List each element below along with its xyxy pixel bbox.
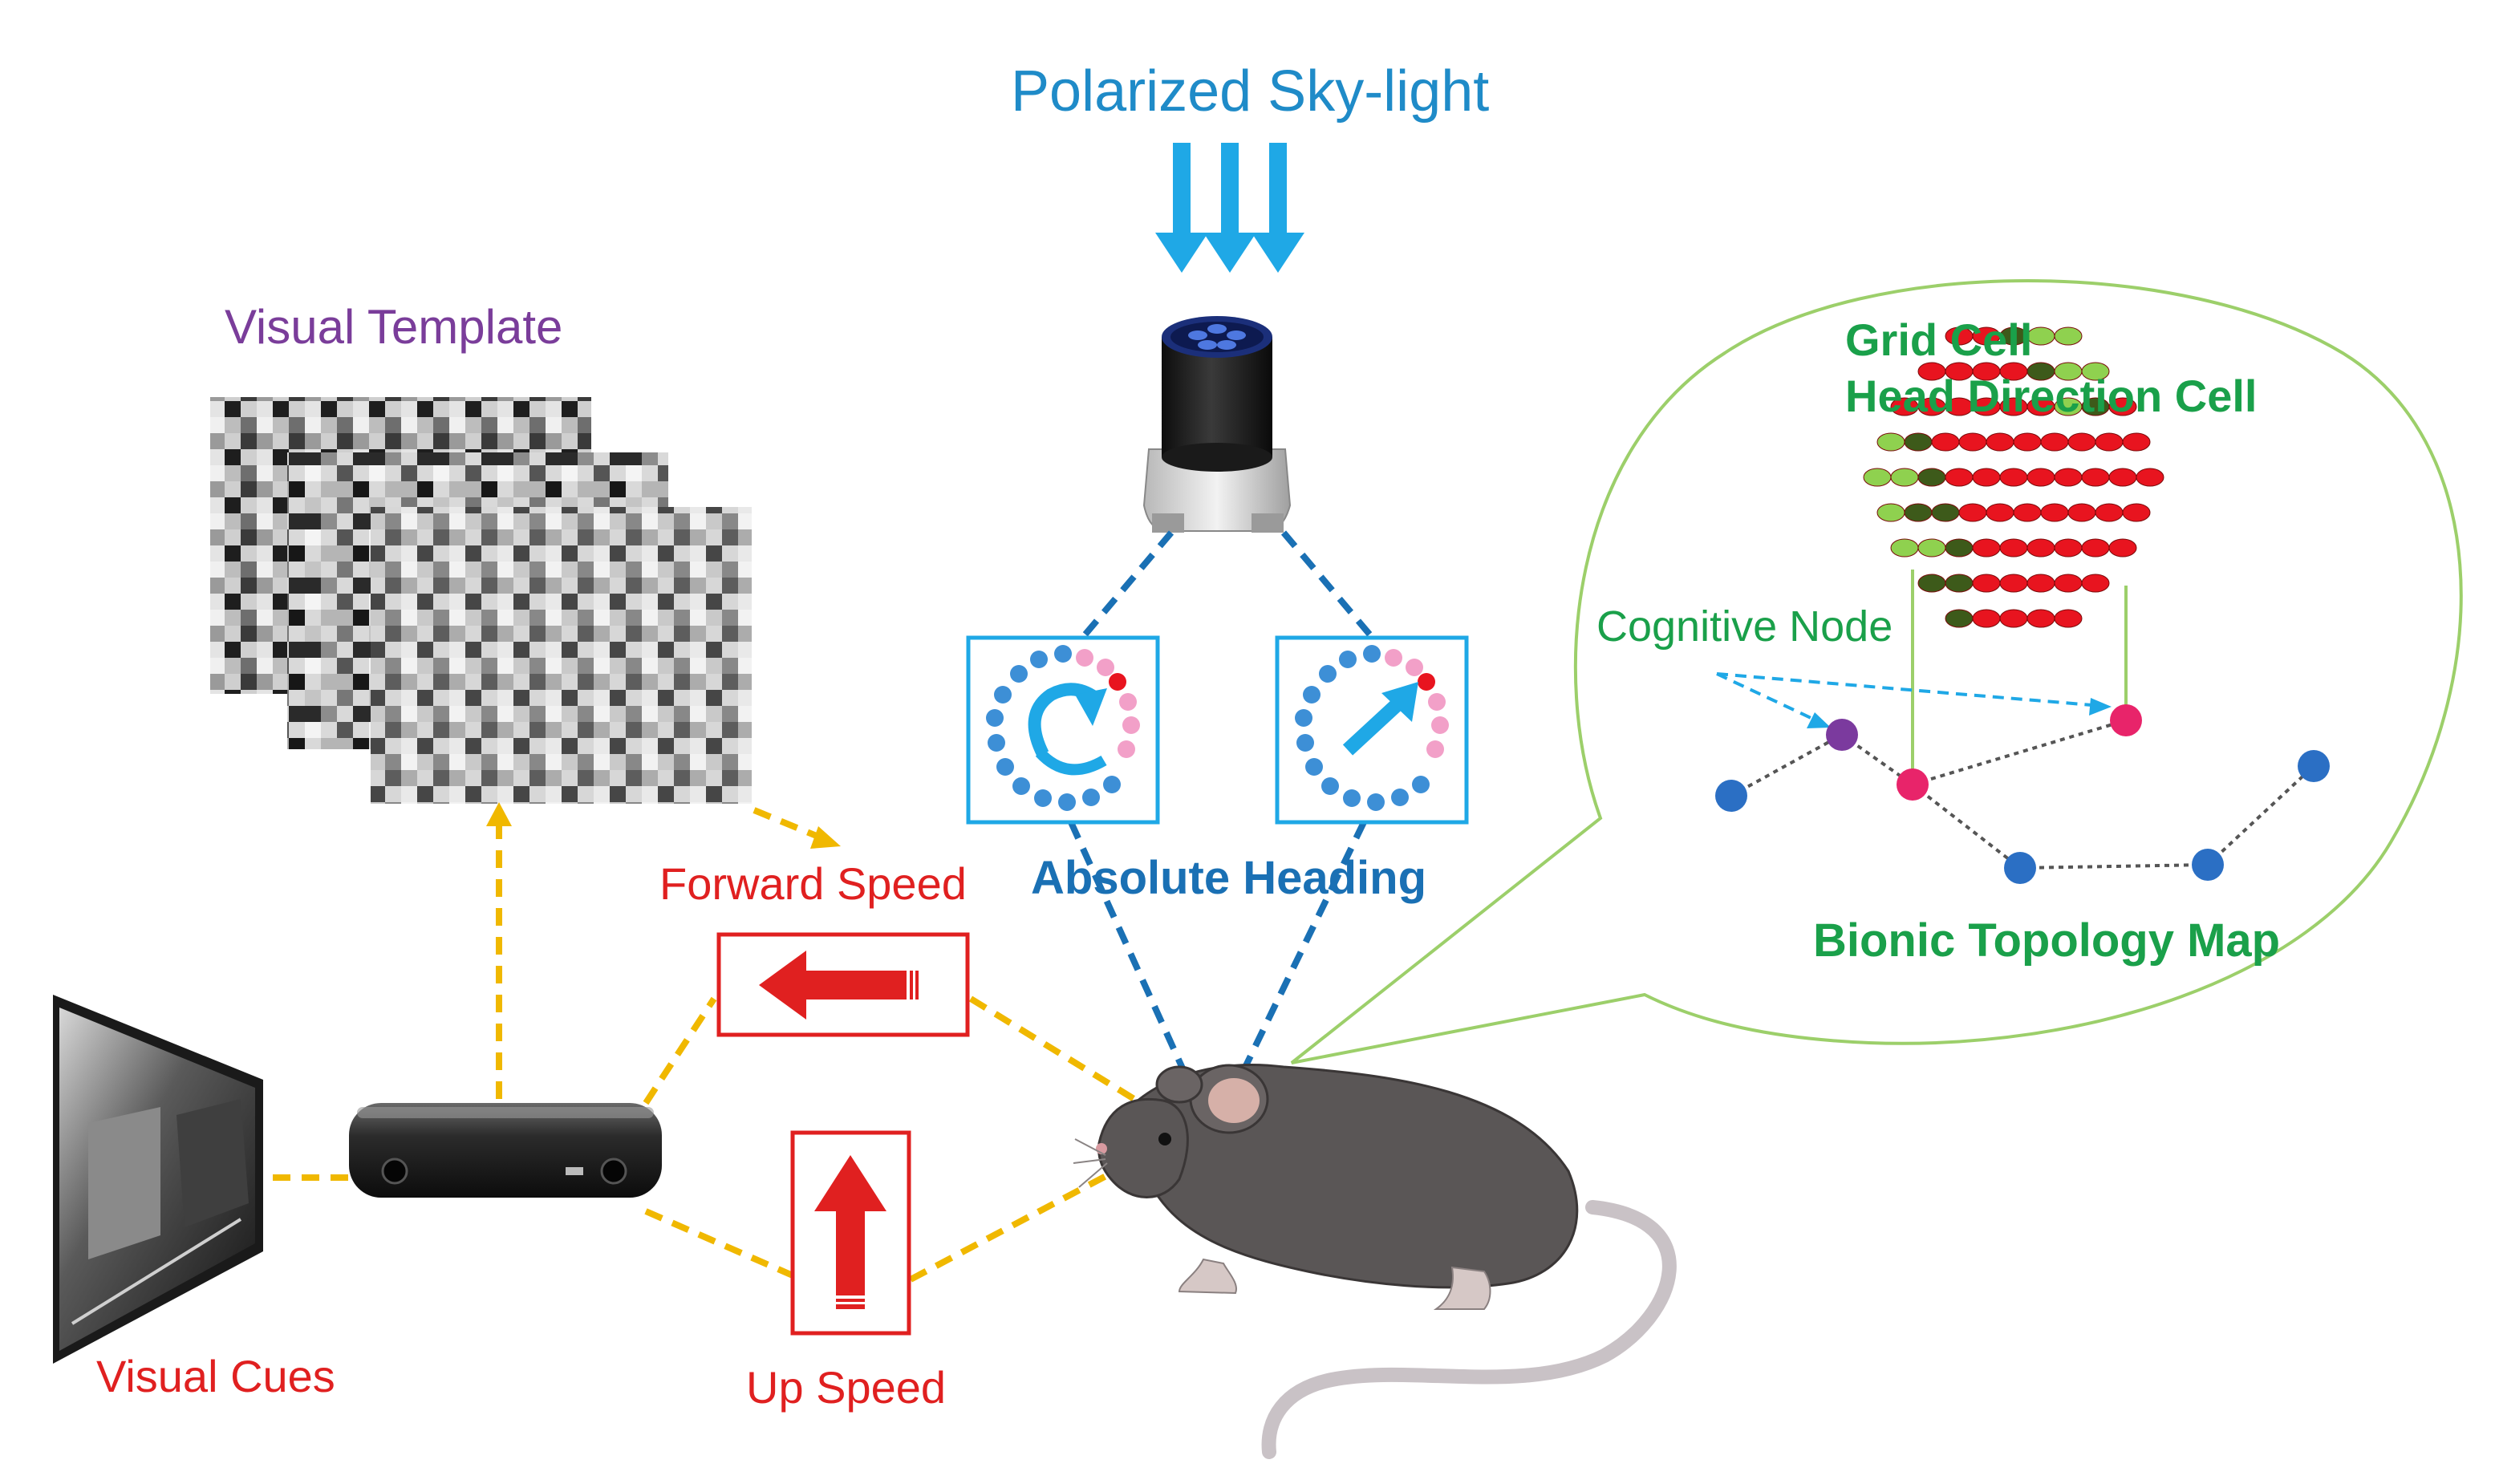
visual-cues-label: Visual Cues [96,1351,335,1401]
grid-cell-unit [2081,468,2110,487]
grid-cell-unit [1863,468,1892,487]
grid-cell-unit [1917,574,1946,593]
grid-cell-unit [2122,503,2151,522]
grid-cell-unit [2081,362,2110,381]
topology-map [1715,570,2330,884]
grid-cell-unit [1904,432,1933,452]
grid-cell-unit [2108,538,2137,558]
grid-cell-unit [2067,432,2096,452]
grid-cell-unit [2067,503,2096,522]
grid-cell-unit [2081,538,2110,558]
grid-cell-unit [1972,468,2001,487]
grid-cell-unit [1972,574,2001,593]
grid-cell-unit [1890,538,1919,558]
grid-cell-unit [2054,326,2083,346]
grid-cell-unit [2095,503,2124,522]
arrowhead-to-forward [810,826,841,849]
grid-cell-unit [2095,432,2124,452]
grid-cell-unit [2026,609,2055,628]
cognitive-node [2110,704,2142,736]
grid-cell-unit [1945,468,1974,487]
grid-cell-unit [2054,574,2083,593]
grid-cell-unit [2040,432,2069,452]
grid-cell-unit [2013,432,2042,452]
grid-cell-unit [2026,574,2055,593]
grid-cell-unit [2026,468,2055,487]
sky-light-arrows-icon [1155,143,1304,273]
grid-cell-unit [1917,538,1946,558]
map-node [2192,849,2224,881]
cognitive-map-bubble [1290,279,2463,1064]
grid-cell-unit [1945,609,1974,628]
map-node [1715,780,1747,812]
grid-cell-unit [1999,538,2028,558]
cognitive-node [1897,768,1929,801]
arrowhead-up-template [486,802,512,826]
heading-dial-icon [966,635,1160,825]
grid-cell-unit [2136,468,2164,487]
grid-cell-unit [1972,538,2001,558]
grid-cell-unit [2013,503,2042,522]
grid-cell-unit [2054,538,2083,558]
grid-cell-unit [1999,609,2028,628]
grid-cell-unit [1876,503,1905,522]
visual-links [215,807,1150,1283]
grid-cell-unit [2026,538,2055,558]
grid-cell-unit [2054,609,2083,628]
grid-cell-unit [1931,432,1960,452]
grid-cell-unit [2108,468,2137,487]
grid-cell-unit [1904,503,1933,522]
grid-cell-unit [1972,609,2001,628]
forward-arrow-icon [716,932,970,1037]
head-direction-cell-label: Head Direction Cell [1845,371,2258,421]
grid-cell-label: Grid Cell [1845,314,2033,365]
grid-cell-hexagon [1863,326,2164,628]
cognitive-node-label: Cognitive Node [1596,602,1893,651]
grid-cell-unit [1999,468,2028,487]
polarization-sensor-icon [1142,316,1292,533]
grid-cell-unit [2122,432,2151,452]
grid-cell-unit [1999,574,2028,593]
grid-cell-unit [1986,432,2014,452]
grid-cell-unit [2040,503,2069,522]
visual-cue-screen-icon [53,995,263,1364]
grid-cell-unit [1958,503,1987,522]
bionic-topology-map-label: Bionic Topology Map [1813,914,2281,967]
visual-template-label: Visual Template [225,300,563,354]
grid-cell-unit [1945,538,1974,558]
grid-cell-unit [2108,397,2137,416]
stereo-camera-icon [349,1103,662,1198]
heading-connections [1068,530,1379,1081]
grid-cell-unit [2054,468,2083,487]
grid-cell-unit [2081,574,2110,593]
grid-cell-unit [1958,432,1987,452]
grid-cell-unit [1931,503,1960,522]
grid-cell-unit [1986,503,2014,522]
up-arrow-icon [790,1130,911,1336]
grid-cell-unit [1917,468,1946,487]
map-node [2004,852,2036,884]
absolute-heading-label: Absolute Heading [1031,852,1427,904]
map-node [2298,750,2330,782]
grid-cell-unit [1876,432,1905,452]
heading-dial-icon [1275,635,1469,825]
grid-cell-unit [1945,574,1974,593]
cognitive-node [1826,719,1858,751]
up-speed-label: Up Speed [746,1362,947,1413]
polarized-sky-light-label: Polarized Sky-light [1011,59,1490,124]
grid-cell-unit [1890,468,1919,487]
visual-template-images [210,397,752,804]
mouse-illustration [1073,1064,1677,1459]
forward-speed-label: Forward Speed [659,858,967,909]
